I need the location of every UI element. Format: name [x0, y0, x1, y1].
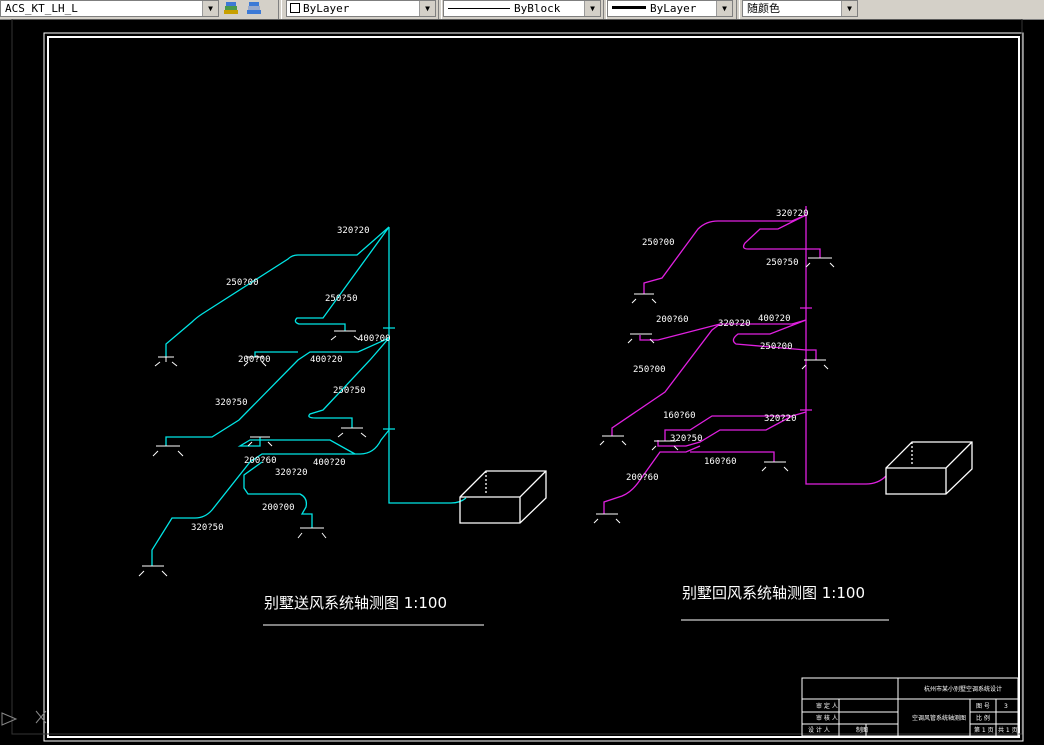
- title-block-cell-c: 第 1 页: [974, 726, 994, 734]
- return-title: 别墅回风系统轴测图 1:100: [682, 584, 865, 602]
- supply-label: 320?50: [215, 398, 248, 408]
- chevron-down-icon[interactable]: ▼: [716, 1, 732, 16]
- title-block-project: 杭州市某小别墅空调系统设计: [924, 685, 1002, 693]
- return-label: 400?20: [758, 314, 791, 324]
- ucs-icon: [1, 710, 47, 726]
- plotstyle-dropdown[interactable]: 随颜色 ▼: [742, 0, 858, 17]
- lineweight-value: ByLayer: [650, 2, 697, 15]
- return-label: 200?60: [626, 473, 659, 483]
- title-block-cell-b: 比 例: [976, 714, 990, 722]
- model-area-edge: [11, 19, 1023, 735]
- supply-label: 400?20: [313, 458, 346, 468]
- title-block-row4: 制图: [856, 726, 868, 734]
- layer-state-icon[interactable]: [223, 1, 239, 16]
- title-block-cell-a: 图 号: [976, 703, 990, 710]
- supply-label: 400?20: [310, 355, 343, 365]
- title-block-drawing-name: 空调风管系统轴测图: [912, 714, 966, 722]
- supply-label: 320?20: [337, 226, 370, 236]
- chevron-down-icon[interactable]: ▼: [841, 1, 857, 16]
- return-label: 250?00: [633, 365, 666, 375]
- return-label: 320?20: [764, 414, 797, 424]
- supply-label: 200?00: [238, 355, 271, 365]
- drawing-canvas[interactable]: 320?20 250?00 250?50 200?00 400?00 400?2…: [0, 19, 1044, 745]
- color-dropdown[interactable]: ByLayer ▼: [286, 0, 436, 17]
- return-label: 250?00: [760, 342, 793, 352]
- supply-diffusers: [138, 330, 367, 577]
- chevron-down-icon[interactable]: ▼: [584, 1, 600, 16]
- chevron-down-icon[interactable]: ▼: [202, 1, 218, 16]
- supply-label: 200?60: [244, 456, 277, 466]
- toolbar-separator: [278, 0, 282, 19]
- title-block-cell-a-value: 3: [1004, 703, 1008, 710]
- layer-manager-icon[interactable]: [246, 1, 262, 16]
- linetype-preview: [448, 8, 510, 9]
- properties-toolbar: ACS_KT_LH_L ▼ ByLayer ▼ ByBlock ▼ ByLaye…: [0, 0, 1044, 20]
- title-block-row2: 审 核 人: [816, 714, 838, 722]
- plotstyle-value: 随颜色: [747, 2, 780, 15]
- supply-label: 250?50: [325, 294, 358, 304]
- return-label: 320?20: [718, 319, 751, 329]
- return-label: 160?60: [704, 457, 737, 467]
- lineweight-preview: [612, 6, 646, 9]
- sheet-inner-border: [47, 36, 1020, 738]
- supply-duct-labels: 320?20 250?00 250?50 200?00 400?00 400?2…: [191, 226, 391, 533]
- supply-duct-system[interactable]: [151, 226, 467, 566]
- title-block-cell-d: 共 1 页: [998, 726, 1018, 734]
- supply-label: 320?20: [275, 468, 308, 478]
- return-label: 200?60: [656, 315, 689, 325]
- supply-label: 250?50: [333, 386, 366, 396]
- supply-label: 250?00: [226, 278, 259, 288]
- linetype-dropdown[interactable]: ByBlock ▼: [443, 0, 601, 17]
- return-label: 250?00: [642, 238, 675, 248]
- return-label: 320?50: [670, 434, 703, 444]
- return-label: 320?20: [776, 209, 809, 219]
- title-block-row3: 设 计 人: [808, 726, 830, 734]
- supply-title: 别墅送风系统轴测图 1:100: [264, 594, 447, 612]
- chevron-down-icon[interactable]: ▼: [419, 1, 435, 16]
- toolbar-separator: [736, 0, 740, 19]
- sheet-outer-border: [43, 32, 1024, 742]
- return-grilles: [593, 257, 835, 524]
- color-value: ByLayer: [303, 2, 350, 15]
- return-duct-system[interactable]: [603, 206, 887, 514]
- title-block: [801, 677, 1019, 737]
- lineweight-dropdown[interactable]: ByLayer ▼: [607, 0, 733, 17]
- return-duct-labels: 320?20 250?00 250?50 200?60 320?20 400?2…: [626, 209, 809, 483]
- supply-label: 320?50: [191, 523, 224, 533]
- return-ahu-box: [885, 441, 973, 495]
- return-label: 250?50: [766, 258, 799, 268]
- toolbar-separator: [603, 0, 607, 19]
- layer-name: ACS_KT_LH_L: [5, 2, 78, 15]
- title-block-row1: 审 定 人: [816, 702, 838, 710]
- linetype-value: ByBlock: [514, 2, 561, 15]
- supply-ahu-box: [459, 470, 547, 524]
- toolbar-separator: [438, 0, 442, 19]
- color-swatch-icon: [290, 3, 300, 13]
- supply-label: 200?00: [262, 503, 295, 513]
- layer-dropdown[interactable]: ACS_KT_LH_L ▼: [0, 0, 219, 17]
- return-label: 160?60: [663, 411, 696, 421]
- supply-label: 400?00: [358, 334, 391, 344]
